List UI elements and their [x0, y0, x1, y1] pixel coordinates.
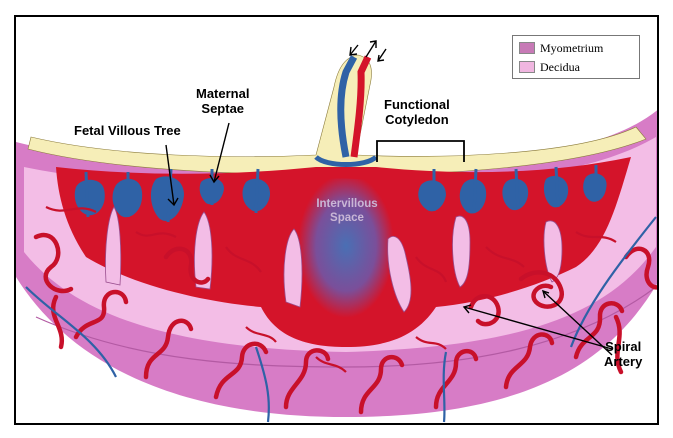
legend-label-myometrium: Myometrium: [540, 41, 603, 56]
intervillous-line1: Intervillous: [306, 197, 388, 211]
intervillous-line2: Space: [306, 211, 388, 225]
spiral-artery-label: Spiral Artery: [604, 339, 642, 369]
diagram-frame: Fetal Villous Tree Maternal Septae Funct…: [14, 15, 659, 425]
intervillous-space-label: Intervillous Space: [306, 197, 388, 225]
functional-cotyledon-line2: Cotyledon: [384, 112, 450, 127]
legend-label-decidua: Decidua: [540, 60, 580, 75]
legend-swatch-decidua: [519, 61, 535, 73]
spiral-artery-line1: Spiral: [604, 339, 642, 354]
legend-swatch-myometrium: [519, 42, 535, 54]
maternal-septae-label: Maternal Septae: [196, 86, 249, 116]
fetal-villous-tree-label: Fetal Villous Tree: [74, 123, 181, 138]
functional-cotyledon-line1: Functional: [384, 97, 450, 112]
legend: Myometrium Decidua: [512, 35, 640, 79]
legend-item-myometrium: Myometrium: [519, 40, 603, 56]
legend-item-decidua: Decidua: [519, 59, 580, 75]
functional-cotyledon-label: Functional Cotyledon: [384, 97, 450, 127]
maternal-septae-line2: Septae: [196, 101, 249, 116]
spiral-artery-line2: Artery: [604, 354, 642, 369]
maternal-septae-line1: Maternal: [196, 86, 249, 101]
